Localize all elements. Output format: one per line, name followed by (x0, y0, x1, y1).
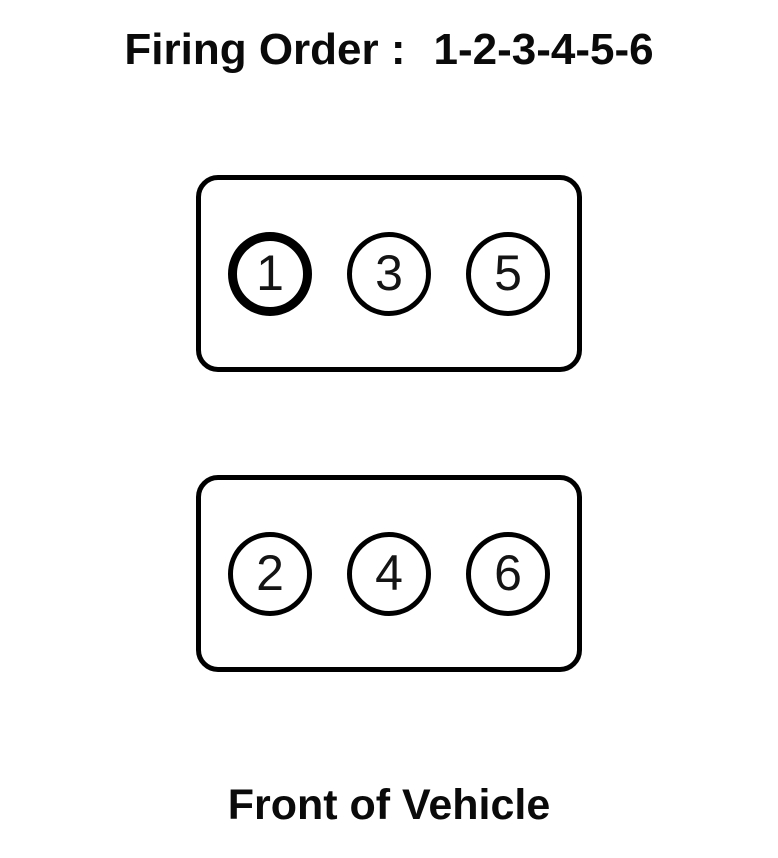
cylinder-4: 4 (347, 531, 431, 616)
cylinder-3: 3 (347, 231, 431, 316)
front-of-vehicle-label: Front of Vehicle (227, 781, 551, 829)
cylinder-6: 6 (466, 531, 550, 616)
firing-order-label: Firing Order : (124, 25, 406, 74)
cylinder-bank-rear: 1 3 5 (196, 175, 582, 372)
cylinder-2: 2 (228, 531, 312, 616)
page-title: Firing Order : 1-2-3-4-5-6 (0, 25, 778, 74)
cylinder-5: 5 (466, 231, 550, 316)
cylinder-1: 1 (228, 231, 312, 316)
cylinder-bank-front: 2 4 6 (196, 475, 582, 672)
firing-order-sequence: 1-2-3-4-5-6 (433, 25, 654, 74)
